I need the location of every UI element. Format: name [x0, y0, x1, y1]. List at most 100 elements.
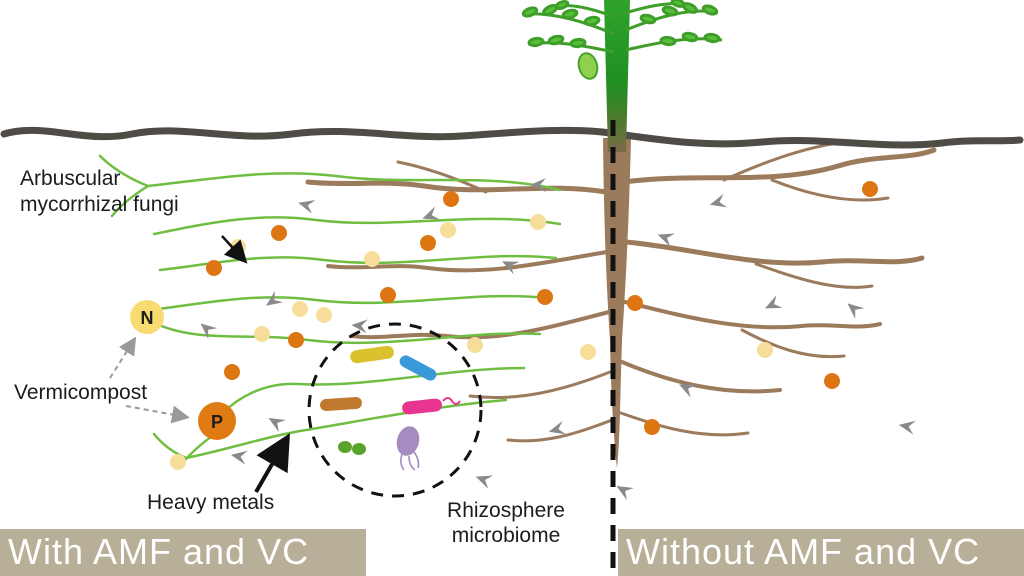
rod-pink — [402, 398, 442, 415]
heavy-metal-symbols — [200, 178, 916, 501]
root-branch — [770, 178, 890, 202]
plant-leaves — [521, 0, 723, 54]
orange-particle — [824, 373, 840, 389]
heavy-metal-dart-icon — [657, 233, 676, 247]
orange-particle — [206, 260, 222, 276]
heavy-metals-label: Heavy metals — [147, 491, 274, 514]
orange-nutrient-particles — [206, 181, 878, 435]
hypha — [152, 432, 188, 460]
taproot — [603, 138, 631, 468]
hypha — [110, 184, 150, 218]
cream-particle — [467, 337, 483, 353]
rod-pink-flagellum — [442, 397, 461, 405]
rhizosphere-label: Rhizosphere — [447, 499, 565, 522]
rod-blue — [399, 355, 437, 381]
rod-yellow — [350, 345, 394, 364]
root-branch — [506, 418, 614, 443]
hypha — [152, 216, 562, 236]
heavy-metal-dart-icon — [764, 295, 783, 309]
leaflet — [527, 36, 545, 48]
cream-particle — [364, 251, 380, 267]
root-branch — [621, 147, 937, 185]
cream-particle — [254, 326, 270, 342]
cream-particle — [530, 214, 546, 230]
plant-stem — [604, 0, 630, 152]
vermicompost-arrow-n — [109, 336, 137, 379]
root-branch — [616, 410, 750, 437]
leaflet — [703, 32, 721, 44]
root-branch — [740, 328, 846, 359]
vermicompost-label: Vermicompost — [14, 381, 147, 404]
microbiome-dashed-circle — [307, 322, 483, 498]
leaflet — [681, 31, 699, 43]
hypha — [150, 320, 542, 345]
rhizosphere-microbiome-zone — [307, 322, 483, 498]
leaflet — [670, 0, 686, 8]
orange-particle — [644, 419, 660, 435]
banner-right-bg — [618, 529, 1024, 576]
bottom-banners: With AMF and VC Without AMF and VC — [0, 529, 1024, 576]
cream-particle — [316, 307, 332, 323]
nitrogen-letter: N — [141, 308, 154, 328]
phosphorus-letter: P — [211, 412, 223, 432]
orange-particle — [420, 235, 436, 251]
hypha — [184, 398, 508, 460]
hypha — [222, 366, 526, 414]
hypha — [148, 294, 550, 312]
plant — [521, 0, 723, 152]
orange-particle — [627, 295, 643, 311]
root-branch — [623, 300, 882, 330]
orange-particle — [862, 181, 878, 197]
cream-particle — [292, 301, 308, 317]
heavy-metal-dart-icon — [679, 384, 697, 398]
leaflet — [561, 8, 579, 20]
phosphorus-node: P — [198, 402, 236, 440]
nitrogen-circle — [130, 300, 164, 334]
flagellate-purple-flagella — [400, 451, 420, 471]
leaflet — [569, 37, 587, 49]
heavy-metal-dart-icon — [230, 450, 248, 465]
hypha — [98, 154, 150, 188]
amf-hyphae — [98, 154, 562, 468]
annotations: Arbuscular mycorrhizal fungi Vermicompos… — [14, 167, 565, 547]
coccus-green — [338, 441, 352, 453]
heavy-metal-dart-icon — [266, 290, 284, 306]
orange-particle — [443, 191, 459, 207]
leaflet — [554, 0, 570, 10]
coccus-green — [352, 443, 366, 455]
heavy-metal-dart-icon — [422, 206, 440, 220]
heavy-metal-dart-icon — [475, 475, 494, 489]
heavy-metal-dart-icon — [268, 418, 286, 433]
orange-particle — [224, 364, 240, 380]
rod-brown — [320, 396, 362, 412]
nitrogen-node: N — [130, 300, 164, 334]
soil-surface-line — [0, 126, 1024, 149]
root-branch — [620, 360, 782, 394]
cream-particle — [170, 454, 186, 470]
heavy-metal-dart-icon — [502, 261, 520, 275]
heavy-metal-dart-icon — [847, 303, 865, 320]
leaflet — [639, 13, 657, 25]
leaflet — [583, 15, 601, 27]
leaflet — [659, 35, 677, 47]
vermicompost-arrow-p — [125, 405, 190, 424]
banner-left-text: With AMF and VC — [8, 531, 309, 572]
rhizosphere-label: microbiome — [452, 524, 561, 547]
heavy-metal-dart-icon — [709, 193, 728, 208]
root-branch — [468, 370, 612, 400]
flagellate-purple-body — [396, 426, 420, 456]
leaflet — [547, 34, 565, 46]
cream-particle — [757, 342, 773, 358]
cream-particle — [440, 222, 456, 238]
root-branch — [305, 179, 609, 195]
heavy-metal-dart-icon — [351, 319, 368, 334]
heavy-metal-dart-icon — [200, 323, 218, 340]
cream-particle — [580, 344, 596, 360]
root-branch — [754, 262, 874, 289]
hypha — [146, 172, 562, 192]
orange-particle — [288, 332, 304, 348]
leaflet — [521, 6, 539, 18]
root-branch — [326, 250, 609, 273]
